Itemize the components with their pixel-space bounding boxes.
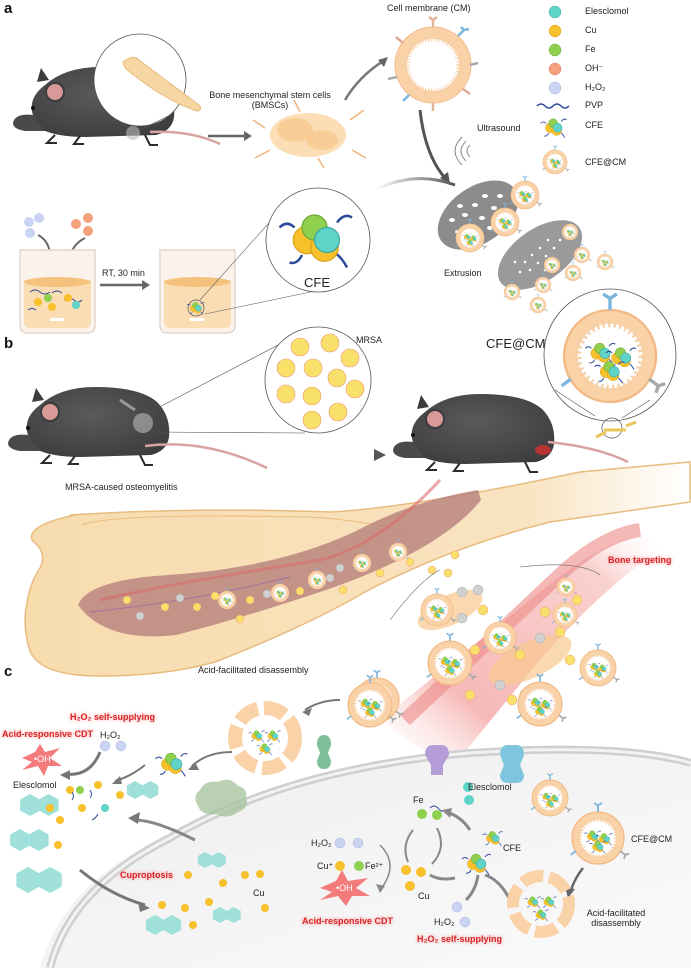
cfe-right-label: CFE [503, 843, 521, 853]
legend-label-cu: Cu [585, 25, 597, 35]
cell-membrane-vesicle [387, 16, 479, 111]
h2o2-self-supplying-left-label: H₂O₂ self-supplying [70, 712, 156, 722]
panel-a [12, 16, 677, 422]
legend-label-elesclomol: Elesclomol [585, 6, 629, 16]
cu-mid-label: Cu [418, 891, 430, 901]
cfe-released-icon [154, 752, 188, 777]
cfe-cm-right-label: CFE@CM [631, 834, 673, 844]
h2o2-self-supplying-bottom-label: H₂O₂ self-supplying [417, 934, 503, 944]
h2o2-bottom-label: H₂O₂ [434, 917, 455, 927]
cfe-label: CFE [304, 275, 330, 290]
beaker-precursors [19, 213, 96, 334]
bmsc-label: Bone mesenchymal stem cells (BMSCs) [205, 90, 335, 111]
elesclomol-legend-icon [548, 5, 562, 19]
membrane-channel-green-icon [317, 735, 331, 769]
fe-legend-icon [548, 43, 562, 57]
acid-cdt-mid-label: Acid-responsive CDT [302, 916, 394, 926]
panel-c [10, 675, 691, 968]
hydroxyl-radical-burst-left [22, 744, 62, 776]
legend-label-pvp: PVP [585, 100, 604, 110]
cu-plus-label: Cu⁺ [317, 861, 334, 871]
legend [536, 5, 570, 174]
panel-b [7, 326, 691, 770]
membrane-channel-blue-icon [500, 745, 524, 783]
syringe-icon [595, 420, 637, 439]
bone-targeting-label: Bone targeting [608, 555, 672, 565]
pvp-legend-icon [536, 103, 570, 109]
elesclomol-left-label: Elesclomol [13, 780, 57, 790]
h2o2-left-label: H₂O₂ [100, 730, 121, 740]
arrow-icon [244, 131, 252, 141]
bmsc-label-line2: (BMSCs) [251, 100, 289, 111]
disassembled-vesicle-top [228, 701, 302, 775]
disassembled-vesicle-right [507, 870, 575, 938]
cell-membrane-label: Cell membrane (CM) [387, 3, 471, 13]
bmsc-cells-icon [252, 99, 367, 169]
extrusion-label: Extrusion [444, 268, 482, 278]
legend-label-cfe: CFE [585, 120, 603, 130]
elesclomol-right-label: Elesclomol [468, 782, 512, 792]
acid-disassembly-right-line1: Acid-facilitated [586, 908, 646, 918]
h2o2-mid-label: H₂O₂ [311, 838, 332, 848]
ultrasound-waves-icon [454, 136, 471, 166]
osteomyelitis-label: MRSA-caused osteomyelitis [65, 482, 178, 492]
reaction-condition-label: RT, 30 min [102, 268, 145, 278]
fe2-plus-label: Fe²⁺ [365, 861, 384, 871]
cuproptosis-label: Cuproptosis [120, 870, 173, 880]
cell-body [40, 749, 691, 968]
legend-label-cfe-cm: CFE@CM [585, 157, 627, 167]
panel-label-a: a [4, 0, 13, 17]
legend-label-fe: Fe [585, 44, 596, 54]
acid-disassembly-top-label: Acid-facilitated disassembly [198, 665, 309, 675]
syringe-icon [119, 398, 136, 412]
treated-mouse-illustration [392, 393, 556, 473]
arrow-icon [374, 449, 386, 461]
cu-legend-icon [548, 24, 562, 38]
acid-disassembly-right-line2: disassembly [591, 918, 641, 929]
syringe-zoom-circle [601, 417, 623, 439]
legend-label-h2o2: H₂O₂ [585, 82, 606, 92]
acid-cdt-left-label: Acid-responsive CDT [2, 729, 94, 739]
femur-bone-icon [122, 56, 202, 112]
ultrasound-label: Ultrasound [477, 123, 521, 133]
cfe-cm-legend-icon [542, 146, 569, 174]
oh-radical-mid-label: •OH [336, 883, 353, 893]
membrane-channel-purple-icon [425, 745, 449, 775]
bone-targeting-zoom [354, 523, 660, 770]
elesclomol-cuproptosis-left [10, 781, 269, 935]
acid-disassembly-right-label: Acid-facilitated disassembly [576, 908, 656, 929]
arrow-icon [142, 280, 150, 290]
bmsc-label-line1: Bone mesenchymal stem cells [209, 90, 331, 100]
mrsa-label: MRSA [356, 335, 383, 345]
bone-cross-section [24, 461, 691, 677]
panel-label-b: b [4, 335, 14, 352]
oh-legend-icon [548, 62, 562, 76]
legend-label-oh: OH⁻ [585, 63, 604, 73]
infection-site-icon [535, 445, 551, 455]
oh-radical-left-label: •OH [34, 754, 51, 764]
cfe-legend-icon [540, 118, 568, 139]
cu-left-label: Cu [253, 888, 265, 898]
fe-right-label: Fe [413, 795, 424, 805]
beaker-product [159, 249, 236, 334]
mrsa-bacteria [276, 333, 365, 430]
h2o2-legend-icon [548, 81, 562, 95]
panel-label-c: c [4, 663, 13, 680]
cfe-cm-label: CFE@CM [486, 336, 546, 351]
mouse-tail [149, 130, 221, 146]
hydroxyl-radical-burst-mid [320, 870, 370, 906]
cell-organelle-icon [195, 779, 247, 817]
